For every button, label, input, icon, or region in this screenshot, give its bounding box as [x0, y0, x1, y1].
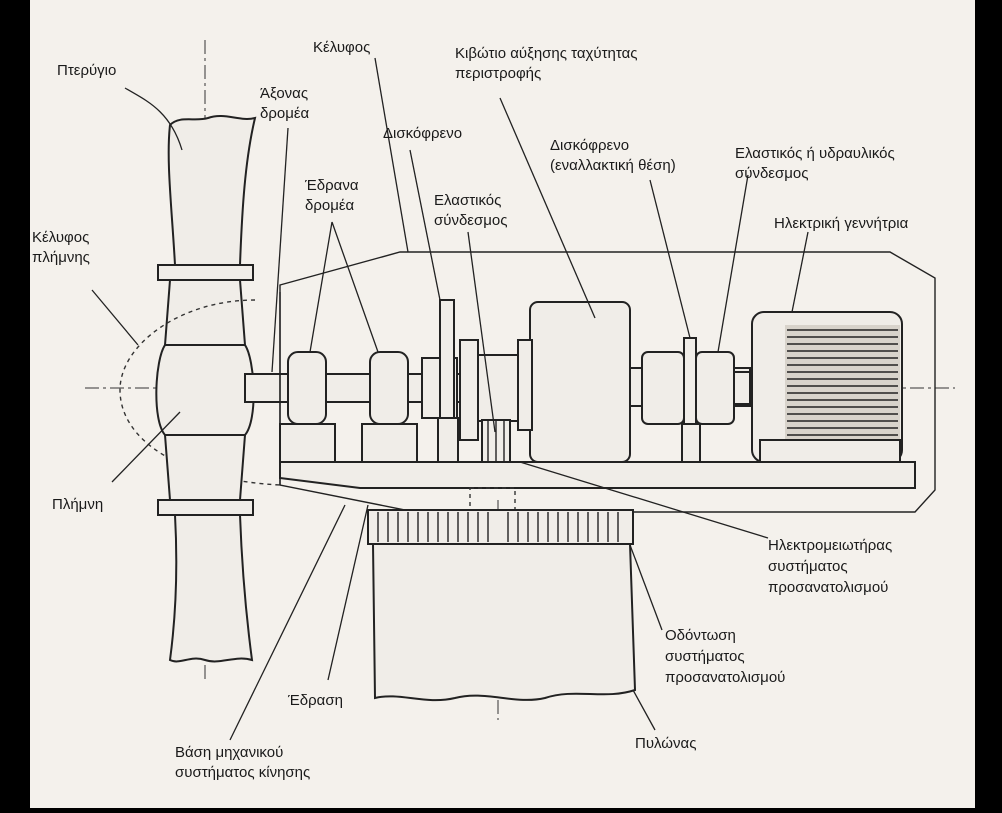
label-rotor-shaft: Άξονας δρομέα [260, 85, 312, 122]
label-elastic-coupling: Ελαστικός σύνδεσμος [434, 192, 507, 229]
disc-brake-alt-housing [641, 351, 685, 425]
blade-root-ring-upper [157, 264, 254, 281]
label-drive-base: Βάση μηχανικού συστήματος κίνησης [175, 744, 310, 781]
coupling-neck [733, 371, 751, 405]
blade-neck-upper [163, 279, 247, 346]
nacelle-outline [279, 251, 936, 513]
label-hub-cover: Κέλυφος πλήμνης [32, 229, 94, 266]
rotor-bearing-rear-pedestal [361, 423, 418, 463]
hydraulic-coupling [695, 351, 735, 425]
label-blade: Πτερύγιο [57, 62, 116, 79]
disc-brake-alt-support [681, 423, 701, 463]
blade-neck-lower [163, 434, 247, 501]
elastic-coupling-flange [459, 339, 479, 441]
generator-cooling-fins [787, 329, 898, 436]
tower [371, 543, 637, 702]
label-elastic-hydraulic-coupling: Ελαστικός ή υδραυλικός σύνδεσμος [735, 145, 899, 182]
label-disc-brake-alt: Δισκόφρενο (εναλλακτική θέση) [550, 137, 676, 174]
label-yaw-gear: Οδόντωση συστήματος προσανατολισμού [665, 627, 785, 686]
rotor-bearing-rear [369, 351, 409, 425]
rotor-bearing-front-pedestal [279, 423, 336, 463]
hub-cover-outline [119, 299, 281, 486]
elastic-coupling-hub [477, 354, 521, 422]
wind-turbine-drivetrain-diagram: Πτερύγιο Άξονας δρομέα Κέλυφος Κιβώτιο α… [32, 39, 955, 781]
label-generator: Ηλεκτρική γεννήτρια [774, 215, 909, 232]
blade-root-ring-lower [157, 499, 254, 516]
generator-fins-area [785, 325, 900, 443]
label-seat: Έδραση [287, 692, 343, 709]
label-disc-brake: Δισκόφρενο [383, 125, 462, 142]
blade-upper [167, 115, 257, 266]
yaw-gear-teeth [377, 512, 619, 542]
label-hub: Πλήμνη [52, 496, 103, 513]
label-nacelle: Κέλυφος [313, 39, 370, 56]
diagram-panel: Πτερύγιο Άξονας δρομέα Κέλυφος Κιβώτιο α… [30, 0, 975, 808]
yaw-gear-ring [367, 509, 634, 545]
disc-brake-caliper-support [437, 417, 459, 463]
rotor-bearing-front [287, 351, 327, 425]
label-yaw-motor: Ηλεκτρομειωτήρας συστήματος προσανατολισ… [768, 537, 896, 596]
drive-base [279, 461, 916, 489]
gearbox [529, 301, 631, 463]
blade-lower [168, 514, 254, 663]
leader-lines [91, 57, 809, 741]
label-gearbox: Κιβώτιο αύξησης ταχύτητας περιστροφής [455, 45, 642, 82]
gearbox-input-flange [517, 339, 533, 431]
label-rotor-bearings: Έδρανα δρομέα [304, 177, 363, 214]
generator-base [759, 439, 901, 463]
label-tower: Πυλώνας [635, 735, 696, 752]
